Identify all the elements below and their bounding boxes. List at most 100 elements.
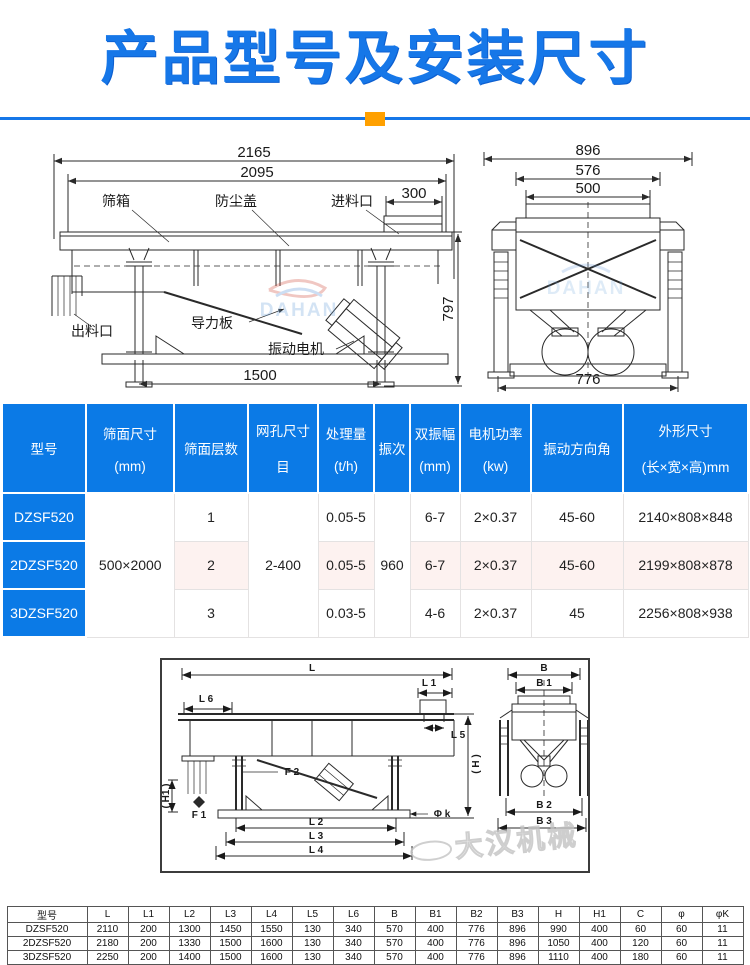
value-cell-screen-size: 500×2000	[85, 492, 175, 638]
page-title: 产品型号及安装尺寸	[100, 26, 650, 91]
dim-cell: 896	[496, 922, 539, 937]
spec-row-3dzsf520: 3DZSF520 3 0.03-5 4-6 2×0.37 45 2256×808…	[1, 588, 749, 638]
dim-cell: 1450	[209, 922, 252, 937]
dim-header-cell: H1	[578, 906, 621, 923]
value-cell: 45	[530, 588, 624, 638]
side-view-machine-body	[51, 215, 453, 388]
dim-cell: 776	[455, 950, 498, 965]
label-outlet: 出料口	[71, 323, 113, 339]
dim-cell: 130	[291, 936, 334, 951]
model-cell: DZSF520	[1, 492, 87, 542]
value-cell: 2×0.37	[459, 540, 532, 590]
dim-cell: 130	[291, 922, 334, 937]
label-inlet: 进料口	[331, 193, 373, 209]
dim-cell: 1500	[209, 936, 252, 951]
install-side-view: L L 1 L 6 L 5 F 1 ( H1 )	[162, 663, 482, 860]
label-L5: L 5	[451, 730, 466, 741]
dim-header-cell: φ	[660, 906, 703, 923]
spec-table: 型号 筛面尺寸(mm) 筛面层数 网孔尺寸目 处理量(t/h) 振次 双振幅(m…	[1, 402, 749, 638]
dim-cell: 776	[455, 922, 498, 937]
label-F1: F 1	[192, 810, 207, 821]
dim-cell: 1500	[209, 950, 252, 965]
model-cell: 3DZSF520	[1, 588, 87, 638]
dim-cell: 896	[496, 936, 539, 951]
value-cell: 1	[173, 492, 249, 542]
dim-cell: 400	[578, 950, 621, 965]
dim-cell: 570	[373, 950, 416, 965]
dims-row-dzsf520: DZSF520 2110 200 1300 1450 1550 130 340 …	[6, 922, 744, 937]
dim-cell: 896	[496, 950, 539, 965]
dim-cell: 60	[660, 936, 703, 951]
installation-diagram: L L 1 L 6 L 5 F 1 ( H1 )	[160, 658, 590, 873]
value-cell: 2	[173, 540, 249, 590]
side-view-part-labels: 筛箱 防尘盖 进料口 导力板 出料口 振动电机	[71, 193, 400, 357]
spec-header-layers: 筛面层数	[173, 402, 249, 494]
dim-header-cell: L1	[127, 906, 170, 923]
dim-2095: 2095	[240, 164, 273, 181]
svg-text:DAHAN: DAHAN	[260, 300, 339, 321]
value-cell-mesh: 2-400	[247, 492, 319, 638]
spec-header-model: 型号	[1, 402, 87, 494]
dim-cell: 1330	[168, 936, 211, 951]
dim-header-cell: B2	[455, 906, 498, 923]
label-L1: L 1	[422, 678, 437, 689]
dim-cell: 1110	[537, 950, 580, 965]
dim-header-cell: L2	[168, 906, 211, 923]
dim-776: 776	[575, 371, 600, 388]
value-cell: 0.05-5	[317, 492, 375, 542]
dim-cell: 1050	[537, 936, 580, 951]
dim-header-cell: H	[537, 906, 580, 923]
dim-cell: 120	[619, 936, 662, 951]
end-view-dimension-lines: 896 576 500 776	[483, 144, 693, 392]
dim-cell: 2DZSF520	[6, 936, 88, 951]
svg-text:大汉机械: 大汉机械	[453, 819, 580, 863]
dim-cell: 340	[332, 936, 375, 951]
dim-cell: 400	[414, 936, 457, 951]
value-cell: 0.03-5	[317, 588, 375, 638]
dim-header-cell: B	[373, 906, 416, 923]
dim-cell: 11	[701, 922, 744, 937]
dim-cell: 2110	[86, 922, 129, 937]
dim-header-cell: B1	[414, 906, 457, 923]
side-view-drawing: 2165 2095 300 797 1500	[51, 144, 462, 388]
dims-row-3dzsf520: 3DZSF520 2250 200 1400 1500 1600 130 340…	[6, 950, 744, 965]
value-cell: 6-7	[409, 492, 461, 542]
technical-drawings: 2165 2095 300 797 1500	[0, 144, 750, 396]
dim-cell: 400	[414, 922, 457, 937]
end-view-machine-body	[487, 202, 689, 379]
dim-header-cell: L6	[332, 906, 375, 923]
value-cell: 2256×808×938	[622, 588, 749, 638]
label-phik: Φ k	[434, 809, 451, 820]
label-dust-cover: 防尘盖	[215, 193, 257, 209]
dim-cell: 200	[127, 936, 170, 951]
dim-header-cell: φK	[701, 906, 744, 923]
dimension-table: 型号 L L1 L2 L3 L4 L5 L6 B B1 B2 B3 H H1 C…	[6, 906, 744, 965]
title-divider	[0, 112, 750, 126]
spec-header-mesh: 网孔尺寸目	[247, 402, 319, 494]
spec-header-row: 型号 筛面尺寸(mm) 筛面层数 网孔尺寸目 处理量(t/h) 振次 双振幅(m…	[1, 402, 749, 494]
dim-cell: 130	[291, 950, 334, 965]
value-cell: 45-60	[530, 540, 624, 590]
dim-header-cell: L4	[250, 906, 293, 923]
value-cell: 2140×808×848	[622, 492, 749, 542]
dim-header-cell: L3	[209, 906, 252, 923]
label-H: ( H )	[471, 754, 482, 773]
dim-cell: 1600	[250, 936, 293, 951]
label-B: B	[540, 663, 547, 674]
dim-cell: 3DZSF520	[6, 950, 88, 965]
dim-header-cell: B3	[496, 906, 539, 923]
spec-row-2dzsf520: 2DZSF520 2 0.05-5 6-7 2×0.37 45-60 2199×…	[1, 540, 749, 590]
dim-cell: 1300	[168, 922, 211, 937]
dim-797: 797	[440, 296, 457, 321]
dim-cell: 2180	[86, 936, 129, 951]
dims-header-row: 型号 L L1 L2 L3 L4 L5 L6 B B1 B2 B3 H H1 C…	[6, 906, 744, 923]
spec-header-angle: 振动方向角	[530, 402, 624, 494]
installation-diagram-svg: L L 1 L 6 L 5 F 1 ( H1 )	[162, 663, 588, 864]
value-cell: 2×0.37	[459, 492, 532, 542]
svg-text:DAHAN: DAHAN	[547, 278, 626, 299]
spec-header-amplitude: 双振幅(mm)	[409, 402, 461, 494]
dim-2165: 2165	[237, 144, 270, 161]
dims-row-2dzsf520: 2DZSF520 2180 200 1330 1500 1600 130 340…	[6, 936, 744, 951]
dim-cell: 400	[578, 922, 621, 937]
value-cell: 4-6	[409, 588, 461, 638]
